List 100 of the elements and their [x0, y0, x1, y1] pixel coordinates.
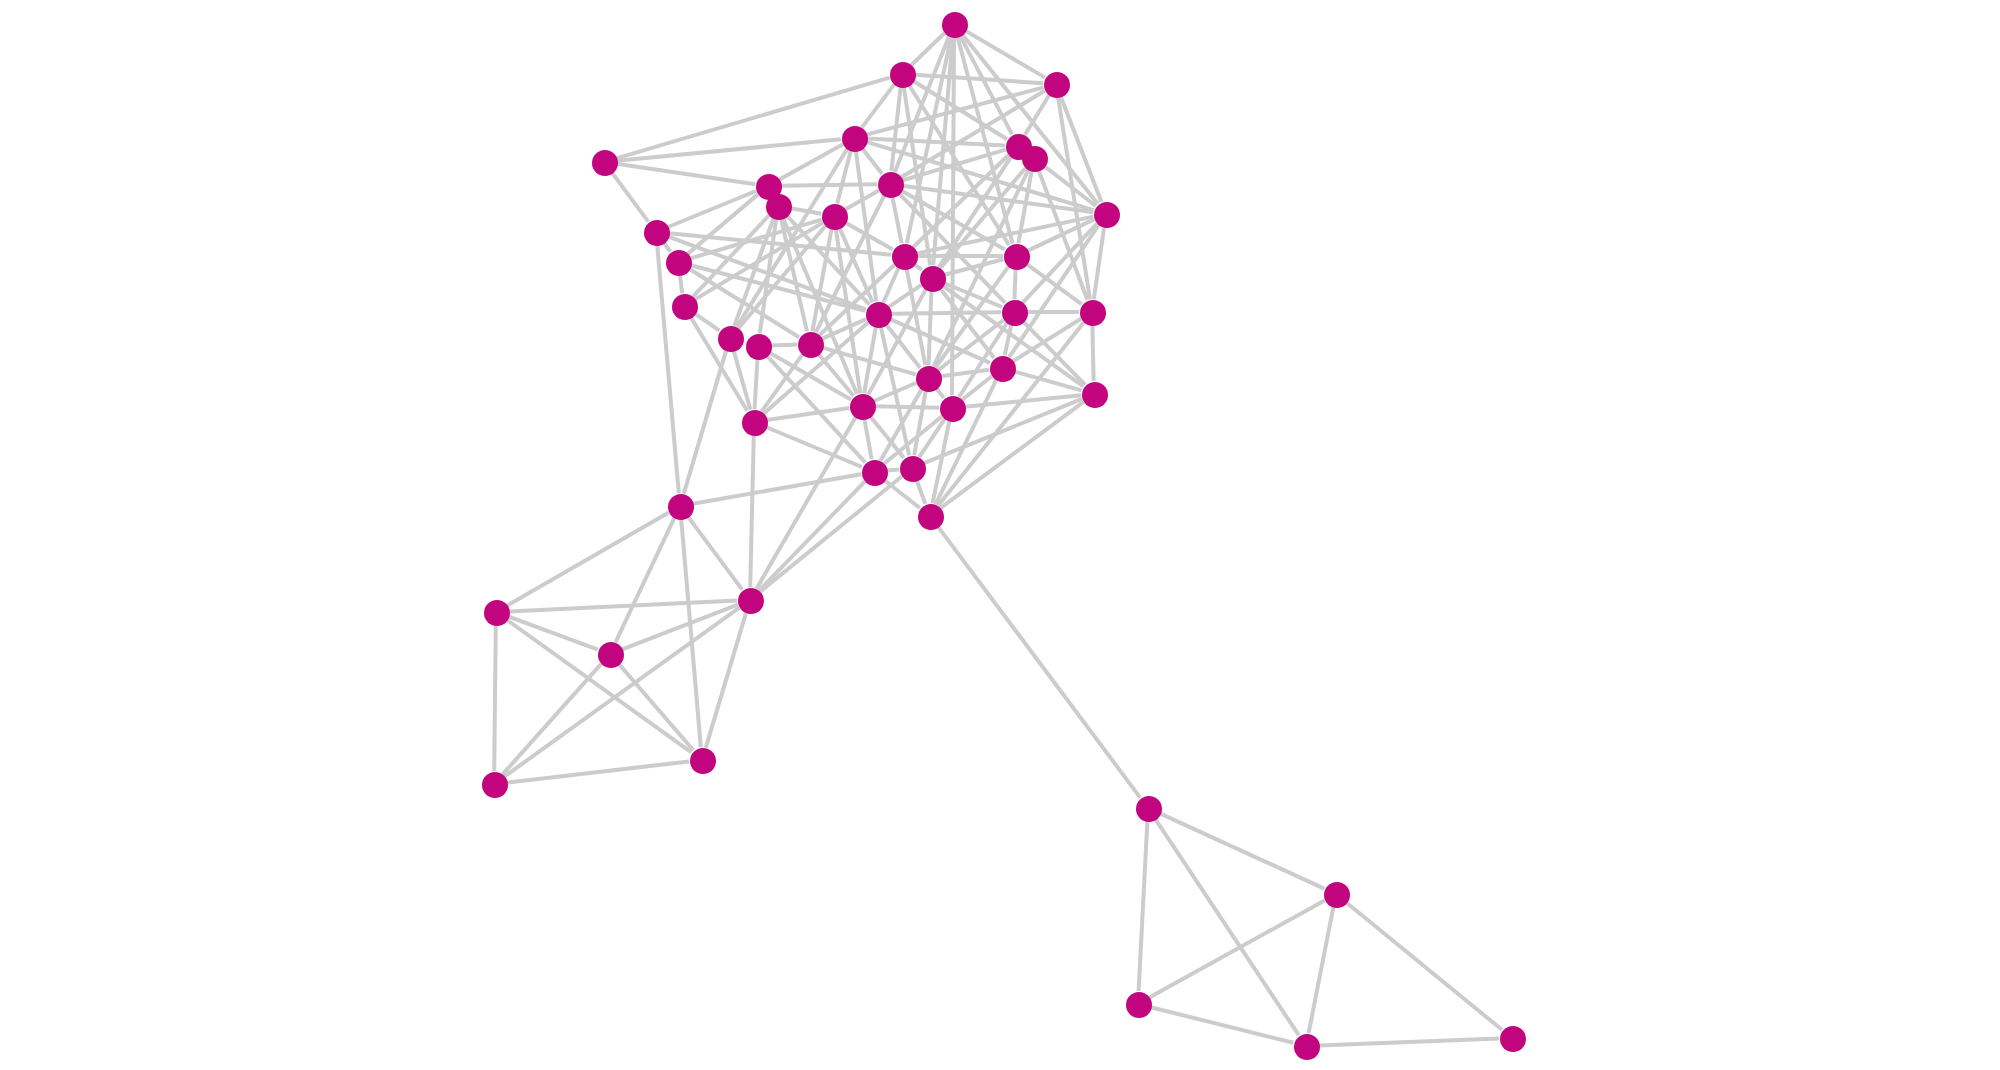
edge-line: [865, 139, 1095, 213]
node-circle: [915, 365, 941, 391]
edge-line: [926, 290, 934, 366]
edge-line: [790, 206, 822, 216]
edge-line: [757, 480, 867, 592]
edge-line: [950, 37, 956, 395]
edge-line: [1016, 170, 1034, 244]
edge-line: [933, 378, 999, 506]
node-circle: [745, 333, 771, 359]
edge-line: [1148, 898, 1326, 1000]
edge-line: [778, 142, 844, 182]
edge-line: [964, 393, 1082, 409]
edge-line: [914, 72, 1044, 86]
edge-line: [810, 228, 834, 332]
edge-line: [911, 79, 1009, 141]
edge-line: [939, 400, 1085, 510]
edge-line: [912, 153, 1010, 249]
node-circle: [1135, 795, 1161, 821]
edge-line: [681, 349, 729, 495]
edge-line: [853, 150, 879, 302]
edge-line: [506, 759, 690, 785]
edge-line: [507, 614, 599, 652]
edge-line: [1012, 268, 1018, 300]
edge-line: [892, 35, 952, 173]
edge-line: [912, 390, 928, 456]
edge-line: [944, 257, 1004, 277]
edge-line: [766, 406, 850, 422]
edge-line: [1056, 96, 1092, 300]
edge-line: [690, 263, 866, 313]
edge-line: [693, 311, 721, 333]
node-circle: [667, 493, 693, 519]
edge-line: [889, 317, 991, 365]
edge-line: [1318, 1036, 1500, 1048]
edge-line: [1007, 223, 1101, 359]
edge-line: [938, 286, 996, 360]
edge-line: [617, 662, 695, 752]
edge-line: [759, 353, 805, 413]
edge-line: [882, 414, 944, 466]
edge-line: [960, 32, 1100, 206]
node-circle: [1043, 71, 1069, 97]
edge-line: [907, 83, 1011, 247]
edge-line: [1306, 906, 1336, 1034]
edge-line: [731, 349, 753, 411]
node-circle: [889, 61, 915, 87]
edge-line: [835, 150, 853, 204]
edge-line: [910, 31, 946, 67]
edge-line: [616, 161, 756, 187]
edge-line: [936, 525, 1142, 799]
edge-line: [878, 388, 924, 462]
edge-line: [866, 136, 1006, 148]
edge-line: [930, 420, 952, 504]
node-circle: [755, 173, 781, 199]
edge-line: [703, 611, 749, 749]
edge-line: [613, 516, 677, 644]
edge-line: [866, 288, 928, 396]
node-circle: [841, 125, 867, 151]
edge-line: [955, 36, 1015, 244]
node-circle: [797, 331, 823, 357]
edge-line: [937, 155, 1013, 269]
edge-line: [752, 358, 760, 410]
edge-line: [667, 189, 757, 229]
node-circle: [1079, 299, 1105, 325]
edge-line: [917, 254, 1003, 258]
edge-line: [732, 217, 776, 327]
edge-line: [735, 147, 849, 329]
edge-line: [914, 479, 928, 505]
edge-line: [890, 196, 904, 244]
edge-line: [916, 214, 1094, 256]
edge-line: [1023, 93, 1051, 137]
edge-line: [501, 662, 603, 776]
edge-line: [1026, 217, 1096, 253]
edge-line: [677, 274, 685, 294]
edge-line: [886, 467, 900, 473]
edge-line: [904, 36, 954, 244]
edge-line: [689, 316, 749, 412]
edge-line: [757, 218, 779, 334]
edge-line: [689, 217, 823, 261]
edge-line: [902, 183, 1094, 215]
edge-line: [937, 318, 1005, 372]
edge-line: [884, 322, 922, 370]
node-circle: [591, 149, 617, 175]
edge-line: [862, 418, 874, 460]
node-circle: [891, 243, 917, 269]
edge-line: [748, 434, 756, 588]
node-circle: [1093, 201, 1119, 227]
edge-line: [958, 34, 1014, 136]
node-circle: [899, 455, 925, 481]
node-circle: [941, 11, 967, 37]
edge-line: [936, 320, 1086, 508]
edge-line: [655, 244, 681, 494]
edge-line: [754, 416, 858, 590]
edge-line: [1091, 226, 1107, 300]
node-circle: [821, 203, 847, 229]
edge-line: [770, 342, 798, 348]
edge-line: [492, 624, 498, 772]
edge-line: [1042, 164, 1098, 208]
edge-line: [901, 147, 1007, 183]
node-circle: [1125, 991, 1151, 1017]
edge-line: [679, 518, 703, 748]
edge-line: [860, 146, 884, 176]
